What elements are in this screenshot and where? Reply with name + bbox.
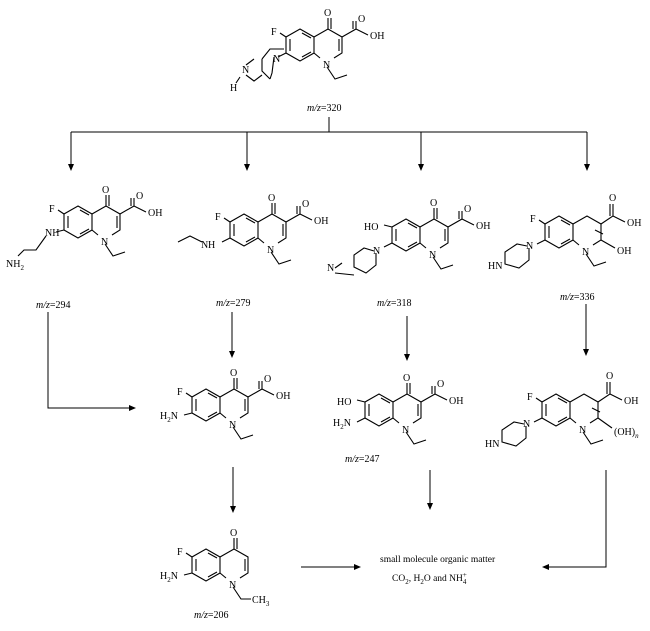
- methyl-group: CH3: [252, 595, 270, 608]
- hydroxyl-group: OH: [627, 218, 641, 229]
- hydrogen-atom: H: [208, 240, 215, 251]
- hydroxyl-group: OH: [370, 31, 384, 42]
- hydroxyl-group: OH: [314, 216, 328, 227]
- arrowhead: [354, 564, 361, 570]
- fluorine-atom: F: [177, 547, 183, 558]
- oxygen-atom: O: [430, 198, 437, 209]
- arrowhead: [229, 351, 235, 358]
- nitrogen-atom: N: [229, 420, 236, 431]
- hydroxyl-group: HO: [337, 397, 351, 408]
- arrowhead: [68, 164, 74, 171]
- nitrogen-atom: N: [229, 580, 236, 591]
- nitrogen-atom: N: [582, 247, 589, 258]
- mz-label-318: m/z=318: [377, 298, 412, 309]
- arrowhead: [404, 354, 410, 361]
- fluorine-atom: F: [177, 387, 183, 398]
- oxygen-atom: O: [230, 528, 237, 539]
- final-products-line1: small molecule organic matter: [380, 555, 496, 565]
- fluorine-atom: F: [271, 27, 277, 38]
- mz-label-206: m/z=206: [194, 610, 229, 621]
- nitrogen-atom: N: [526, 241, 533, 252]
- arrowhead: [427, 503, 433, 510]
- amine-group: NH: [45, 228, 59, 239]
- nitrogen-atom: N: [242, 65, 249, 76]
- arrowhead: [584, 164, 590, 171]
- arrowhead: [418, 164, 424, 171]
- hydroxyl-group: OH: [624, 396, 638, 407]
- oxygen-atom: O: [230, 368, 237, 379]
- nitrogen-atom: N: [327, 263, 334, 274]
- arrowhead: [583, 349, 589, 356]
- hydroxyl-group: OH: [449, 396, 463, 407]
- primary-amine-group: H2N: [160, 411, 178, 424]
- oxygen-atom: O: [324, 8, 331, 19]
- arrowhead: [129, 405, 136, 411]
- structure-206: F O N H2N CH3: [160, 528, 270, 608]
- arrow-hydroxylated-to-final: [548, 470, 607, 568]
- mz-label-336: m/z=336: [560, 292, 595, 303]
- arrow-p294-to-amine: [47, 312, 130, 409]
- nitrogen-atom: N: [273, 54, 280, 65]
- structure-336: F O OH OH N N HN: [488, 193, 641, 272]
- oxygen-atom: O: [606, 371, 613, 382]
- mz-label-247: m/z=247: [345, 454, 380, 465]
- structure-amine-intermediate: F O O OH N H2N: [160, 368, 290, 440]
- arrowhead: [542, 564, 549, 570]
- primary-amine-group: H2N: [160, 571, 178, 584]
- arrowhead: [230, 506, 236, 513]
- nitrogen-atom: N: [579, 425, 586, 436]
- arrowhead: [244, 164, 250, 171]
- oxygen-atom: O: [264, 374, 271, 385]
- oxygen-atom: O: [268, 193, 275, 204]
- nitrogen-atom: N: [323, 60, 330, 71]
- oxygen-atom: O: [437, 379, 444, 390]
- final-products-line2: CO2, H2O and NH+4: [392, 571, 467, 586]
- structure-hydroxylated: F O OH (OH)n N N HN: [485, 371, 639, 450]
- structure-parent-320: F O O OH N N N H: [230, 8, 384, 94]
- pathway-arrows: [47, 117, 607, 570]
- nitrogen-atom: N: [523, 419, 530, 430]
- mz-label-320: m/z=320: [307, 103, 342, 114]
- mz-label-294: m/z=294: [36, 300, 71, 311]
- structure-279: F O O OH N N H: [177, 193, 328, 265]
- oxygen-atom: O: [102, 185, 109, 196]
- amine-group: HN: [485, 439, 499, 450]
- primary-amine-group: H2N: [333, 418, 351, 431]
- fluorine-atom: F: [530, 214, 536, 225]
- hydroxyl-group: OH: [276, 391, 290, 402]
- structure-318: HO O O OH N N N: [327, 198, 490, 276]
- nitrogen-atom: N: [373, 246, 380, 257]
- nitrogen-atom: N: [101, 237, 108, 248]
- hydroxyl-group: OH: [148, 208, 162, 219]
- structure-247: HO O O OH N H2N: [333, 373, 463, 445]
- nitrogen-atom: N: [429, 250, 436, 261]
- amine-group: N: [201, 240, 208, 251]
- oxygen-atom: O: [136, 191, 143, 202]
- oxygen-atom: O: [464, 204, 471, 215]
- nitrogen-atom: N: [267, 245, 274, 256]
- nitrogen-atom: N: [402, 425, 409, 436]
- oxygen-atom: O: [302, 199, 309, 210]
- oxygen-atom: O: [609, 193, 616, 204]
- hydroxyl-substituents: (OH)n: [614, 427, 639, 440]
- fluorine-atom: F: [49, 204, 55, 215]
- hydroxyl-group: HO: [364, 222, 378, 233]
- oxygen-atom: O: [403, 373, 410, 384]
- primary-amine-group: NH2: [6, 259, 24, 272]
- structure-294: F O O OH N NH NH2: [6, 185, 162, 272]
- amine-group: HN: [488, 261, 502, 272]
- fluorine-atom: F: [215, 212, 221, 223]
- oxygen-atom: O: [358, 14, 365, 25]
- mz-label-279: m/z=279: [216, 298, 251, 309]
- hydroxyl-group: OH: [617, 246, 631, 257]
- hydrogen-atom: H: [230, 83, 237, 94]
- fluorine-atom: F: [527, 392, 533, 403]
- hydroxyl-group: OH: [476, 221, 490, 232]
